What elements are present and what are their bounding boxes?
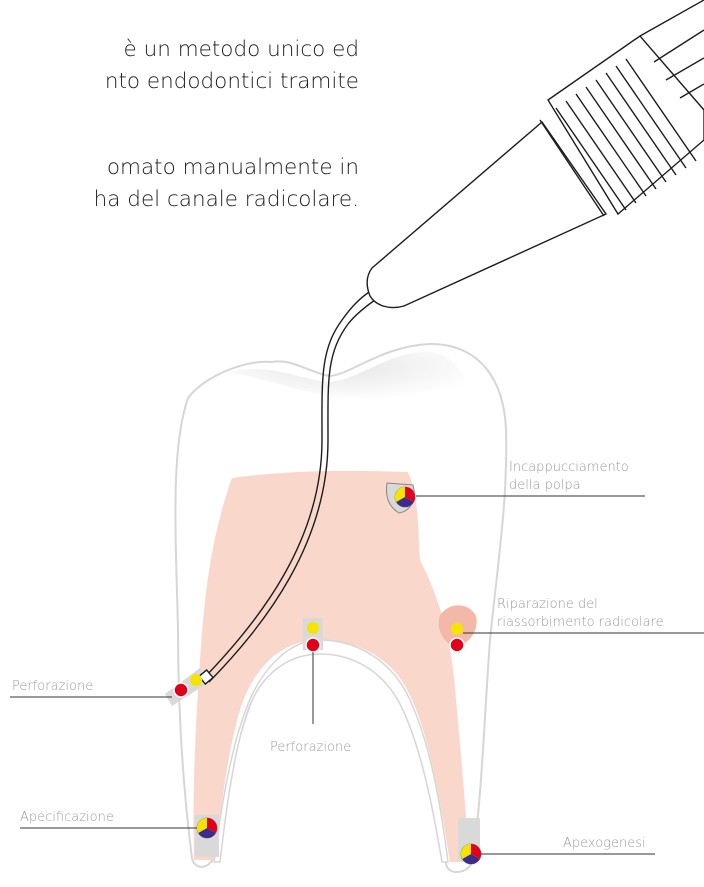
label-perforazione-center: Perforazione [270, 740, 351, 755]
label-riparazione-1: Riparazione del [497, 597, 598, 612]
label-perforazione-left: Perforazione [12, 679, 93, 694]
label-incappucciamento-1: Incappucciamento [509, 460, 629, 475]
label-incappucciamento-2: della polpa [509, 478, 581, 493]
label-apexogenesi: Apexogenesi [563, 836, 646, 851]
tricolor-marker-icon [461, 844, 481, 864]
tricolor-marker-icon [197, 818, 217, 838]
label-apecificazione: Apecificazione [20, 810, 114, 825]
label-riparazione-2: riassorbimento radicolare [497, 615, 664, 630]
